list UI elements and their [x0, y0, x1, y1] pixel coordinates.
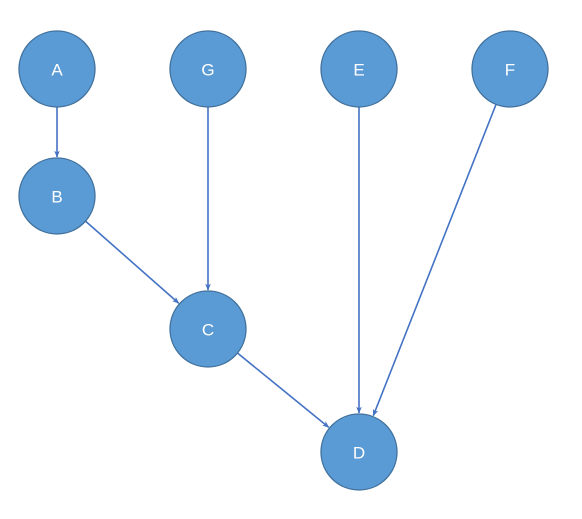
node-circle — [320, 30, 398, 108]
node-label: F — [505, 61, 515, 80]
edge-f-to-d — [372, 104, 497, 417]
edge-arrow-line — [372, 104, 497, 417]
node-label: E — [353, 61, 364, 80]
node-c: C — [169, 290, 247, 368]
node-label: C — [202, 321, 214, 340]
node-label: G — [201, 61, 214, 80]
node-a: A — [18, 30, 96, 108]
node-g: G — [169, 30, 247, 108]
node-d: D — [320, 413, 398, 491]
node-label: A — [51, 61, 63, 80]
node-label: D — [353, 444, 365, 463]
node-circle — [18, 30, 96, 108]
node-f: F — [471, 30, 549, 108]
node-e: E — [320, 30, 398, 108]
node-circle — [169, 290, 247, 368]
node-circle — [18, 157, 96, 235]
edges-layer — [54, 104, 497, 428]
edge-c-to-d — [236, 352, 330, 428]
edge-b-to-c — [84, 220, 180, 304]
node-circle — [169, 30, 247, 108]
node-circle — [471, 30, 549, 108]
edge-arrow-line — [236, 352, 330, 428]
node-b: B — [18, 157, 96, 235]
edge-arrow-line — [84, 220, 180, 304]
node-circle — [320, 413, 398, 491]
node-label: B — [51, 188, 62, 207]
nodes-layer: A G E F B C D — [18, 30, 549, 491]
